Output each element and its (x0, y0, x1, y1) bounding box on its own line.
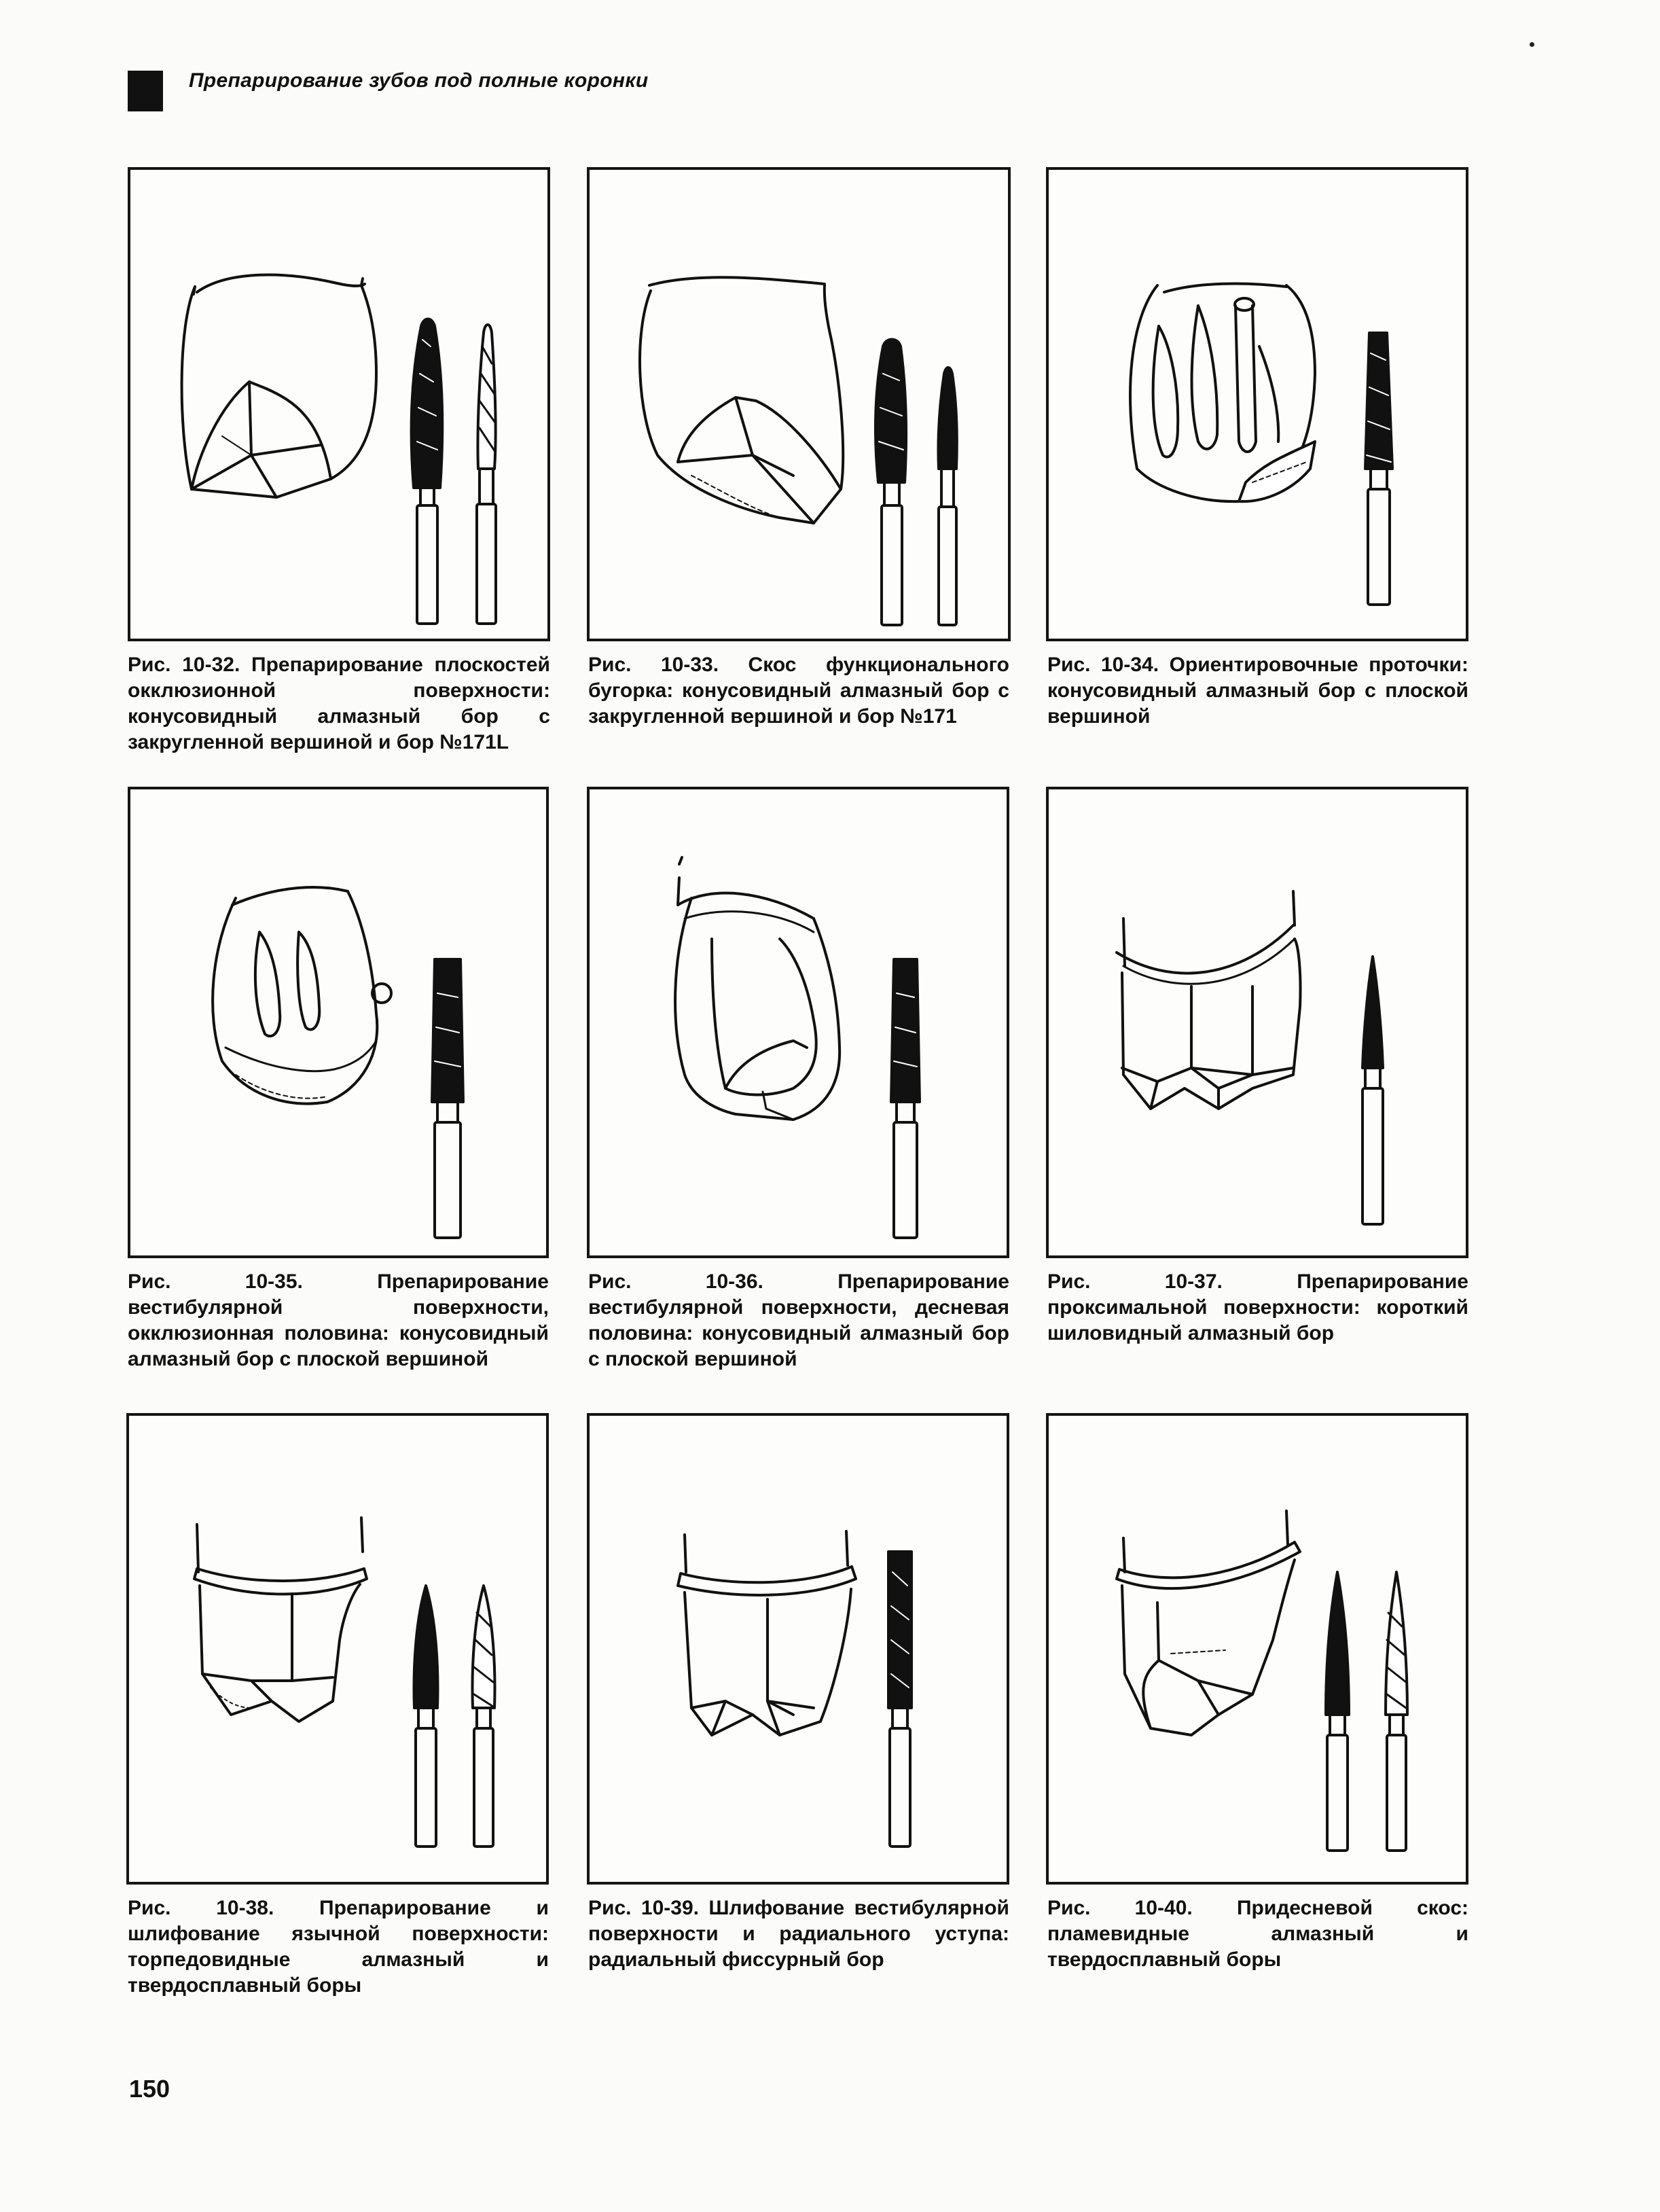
figure-10-36-illustration (587, 787, 1009, 1258)
figure-10-37-caption: Рис. 10-37. Препарирование проксимальной… (1047, 1269, 1468, 1346)
figure-label: Рис. 10-39. (588, 1897, 699, 1919)
running-header: Препарирование зубов под полные коронки (189, 69, 649, 92)
figure-10-33-illustration (587, 167, 1011, 641)
figure-label: Рис. 10-32. (128, 654, 240, 676)
figure-10-38-illustration (126, 1413, 549, 1885)
header-marker (128, 71, 163, 111)
figure-10-35-caption: Рис. 10-35. Препарирование вестибулярной… (128, 1269, 549, 1372)
figure-10-37-illustration (1046, 787, 1468, 1258)
figure-10-40-caption: Рис. 10-40. Придесневой скос: пламевидны… (1047, 1895, 1468, 1973)
figure-10-39-caption: Рис. 10-39. Шлифование вестибулярной пов… (588, 1895, 1009, 1973)
figure-10-32-caption: Рис. 10-32. Препарирование плоскостей ок… (128, 652, 550, 755)
figure-text: Шлифование вестибулярной поверхности и р… (588, 1897, 1009, 1971)
figure-text: Препарирование вестибулярной поверхности… (588, 1270, 1009, 1370)
figure-text: Придесневой скос: пламевидные алмазный и… (1047, 1897, 1469, 1971)
figure-label: Рис. 10-36. (588, 1270, 763, 1293)
figure-10-34-illustration (1046, 167, 1468, 641)
figure-10-32-illustration (128, 167, 550, 641)
figure-10-36-caption: Рис. 10-36. Препарирование вестибулярной… (588, 1269, 1009, 1372)
figure-10-39-illustration (587, 1413, 1009, 1885)
figure-text: Препарирование вестибулярной поверхности… (128, 1270, 549, 1370)
figure-label: Рис. 10-34. (1047, 654, 1159, 676)
figure-text: Ориентировочные проточки: конусовидный а… (1047, 654, 1468, 728)
figure-text: Препарирование и шлифование язычной пове… (128, 1897, 549, 1997)
figure-10-38-caption: Рис. 10-38. Препарирование и шлифование … (128, 1895, 549, 1999)
figure-text: Скос функционального бугорка: конусовидн… (588, 654, 1010, 728)
figure-label: Рис. 10-40. (1047, 1897, 1193, 1919)
figure-text: Препарирование проксимальной поверхности… (1047, 1270, 1468, 1344)
scan-speck (1530, 42, 1534, 47)
figure-10-33-caption: Рис. 10-33. Скос функционального бугорка… (588, 652, 1009, 730)
figure-label: Рис. 10-33. (588, 654, 719, 676)
figure-10-40-illustration (1046, 1413, 1468, 1885)
figure-10-35-illustration (128, 787, 549, 1258)
figure-text: Препарирование плоскостей окклюзионной п… (128, 654, 550, 753)
page-number: 150 (129, 2075, 170, 2103)
figure-10-34-caption: Рис. 10-34. Ориентировочные проточки: ко… (1047, 652, 1468, 730)
figure-label: Рис. 10-35. (128, 1270, 303, 1293)
figure-label: Рис. 10-37. (1047, 1270, 1223, 1293)
figure-label: Рис. 10-38. (128, 1897, 274, 1919)
